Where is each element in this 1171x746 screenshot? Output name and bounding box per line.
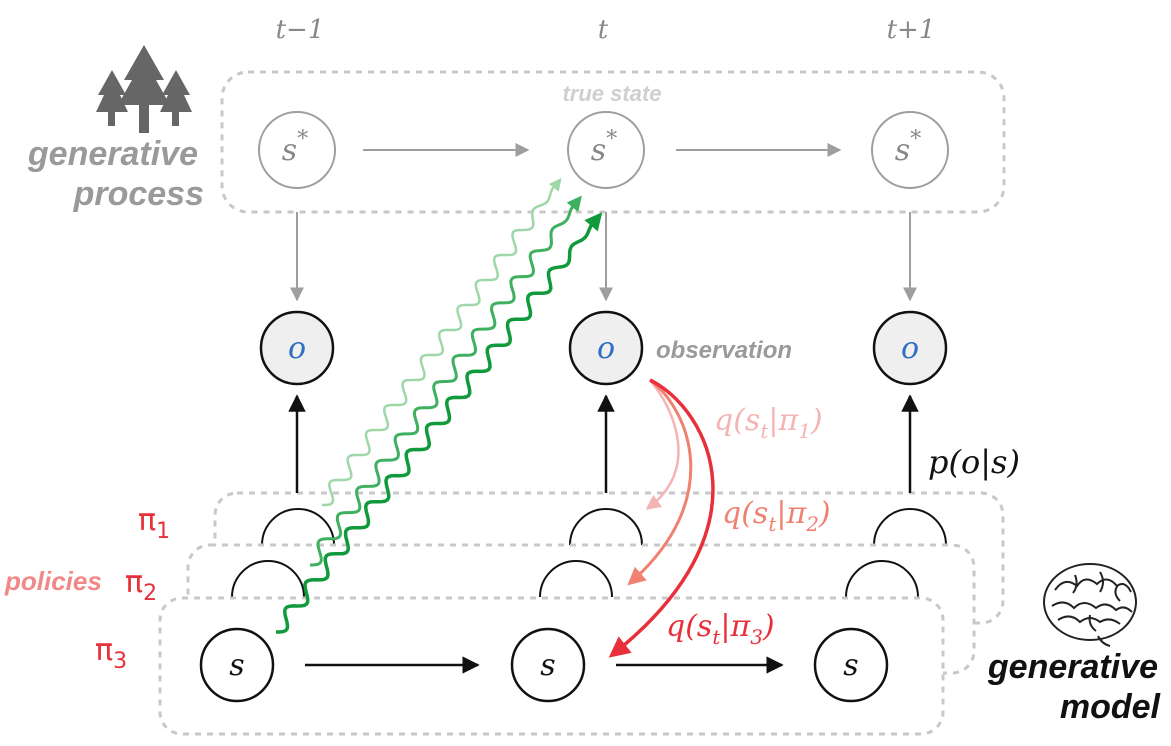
posterior-label-2: q(st|π2) (722, 496, 831, 536)
posterior-label-1: q(st|π1) (714, 403, 823, 443)
svg-text:s*: s* (895, 127, 921, 168)
process-title-line1: generative (27, 135, 198, 173)
observation-symbol: o (597, 331, 615, 366)
posterior-arrow-1 (645, 379, 680, 510)
true-state-node-curr: s* (567, 111, 645, 189)
policy-2-state-arcs (231, 560, 919, 598)
state-symbol: s (895, 133, 910, 168)
model-state-symbol: s (540, 648, 555, 683)
action-wavy-arrow-1 (322, 178, 562, 507)
time-label-curr: t (598, 15, 609, 45)
svg-text:s*: s* (591, 127, 617, 168)
true-state-node-next: s* (871, 111, 949, 189)
state-symbol: s (591, 133, 606, 168)
state-sup: * (910, 127, 921, 152)
model-title-line1: generative (987, 648, 1158, 686)
observation-symbol: o (288, 331, 306, 366)
observation-label: observation (656, 337, 792, 364)
observation-symbol: o (901, 331, 919, 366)
model-state-node-prev: s (199, 627, 275, 703)
process-title-line2: process (73, 175, 204, 213)
posterior-arrow-3 (608, 378, 715, 658)
true-state-box (220, 70, 1006, 214)
trees-icon (96, 45, 192, 133)
action-wavy-arrow-3 (276, 212, 603, 634)
svg-text:s*: s* (282, 127, 308, 168)
policy-3-label: π3 (95, 633, 127, 674)
observation-node-prev: o (259, 310, 335, 386)
model-state-symbol: s (843, 648, 858, 683)
observation-node-next: o (872, 310, 948, 386)
policy-1-label: π1 (138, 503, 170, 544)
policies-label: policies (4, 566, 102, 596)
time-label-next: t+1 (887, 15, 936, 45)
brain-icon (1043, 563, 1137, 647)
observation-node-curr: o (568, 310, 644, 386)
model-state-symbol: s (229, 648, 244, 683)
model-state-node-next: s (813, 627, 889, 703)
time-label-prev: t−1 (276, 15, 325, 45)
true-state-label: true state (562, 81, 661, 106)
posterior-arrow-2 (627, 378, 693, 586)
state-sup: * (297, 127, 308, 152)
model-state-node-curr: s (510, 627, 586, 703)
policy-2-label: π2 (125, 565, 157, 606)
action-wavy-arrow-2 (309, 195, 582, 567)
posterior-label-3: q(st|π3) (666, 609, 775, 649)
true-state-node-prev: s* (258, 111, 336, 189)
likelihood-label: p(o|s) (928, 443, 1020, 481)
model-title-line2: model (1060, 688, 1162, 726)
policy-1-state-arcs (261, 508, 947, 546)
state-symbol: s (282, 133, 297, 168)
state-sup: * (606, 127, 617, 152)
